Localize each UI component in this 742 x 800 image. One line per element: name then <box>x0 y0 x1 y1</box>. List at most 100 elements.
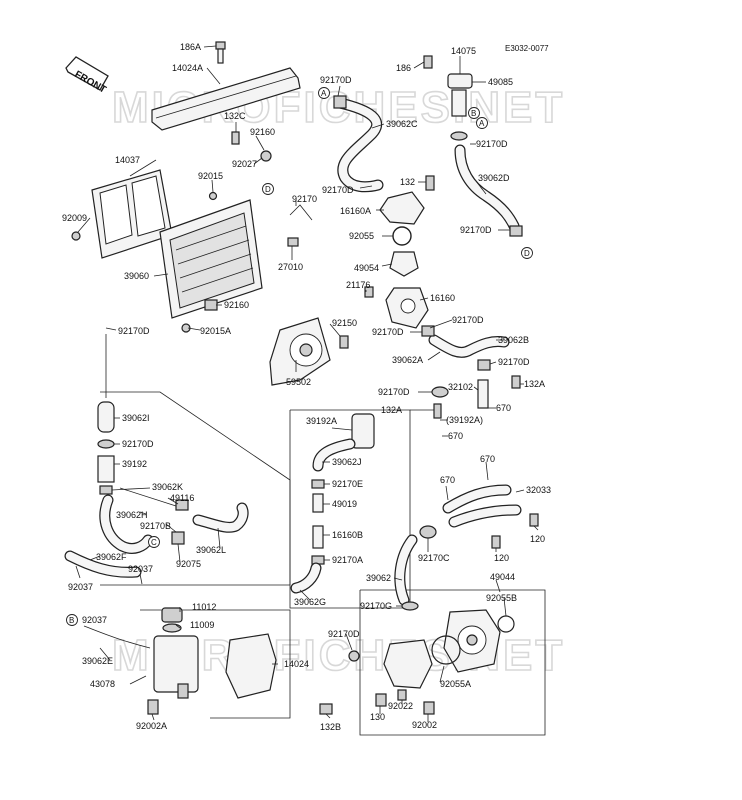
label-32033: 32033 <box>526 485 551 495</box>
label-92170C: 92170C <box>418 553 450 563</box>
group-outline-pump <box>359 589 546 736</box>
bolt-186 <box>423 55 433 69</box>
label-49054: 49054 <box>354 263 379 273</box>
thermostat-cover <box>379 191 425 225</box>
label-670-3: 670 <box>480 454 495 464</box>
label-92160-1: 92160 <box>250 127 275 137</box>
bolt-120-left <box>491 535 501 549</box>
svg-text:B: B <box>69 616 74 625</box>
clamp-92170G <box>401 601 419 611</box>
bolt-132 <box>425 175 435 191</box>
label-92075: 92075 <box>176 559 201 569</box>
label-39062B: 39062B <box>498 335 529 345</box>
label-92002A: 92002A <box>136 721 167 731</box>
fan-switch-27010 <box>287 237 299 247</box>
bolt-132B <box>319 703 333 715</box>
radiator-core <box>159 199 263 319</box>
fitting-39192A <box>351 413 375 449</box>
svg-text:B: B <box>471 109 476 118</box>
label-16160: 16160 <box>430 293 455 303</box>
label-92170D-1: 92170D <box>320 75 352 85</box>
reservoir-cover-14024 <box>225 633 277 699</box>
collar-92015 <box>208 191 218 201</box>
label-39062K: 39062K <box>152 482 183 492</box>
fitting-32102 <box>477 379 489 409</box>
leader-lines <box>75 45 539 722</box>
grommet-92075 <box>171 531 185 545</box>
bolt-186A <box>215 41 226 64</box>
hose-39062D <box>454 144 520 232</box>
ref-marker-a-filler: A <box>476 117 488 129</box>
clamp-92170E <box>311 479 325 489</box>
label-92170G: 92170G <box>360 601 392 611</box>
label-92170D-4: 92170D <box>460 225 492 235</box>
label-132C: 132C <box>224 111 246 121</box>
label-670-2: 670 <box>448 431 463 441</box>
label-92170D-3: 92170D <box>322 185 354 195</box>
wire-92170 <box>289 204 313 221</box>
label-92015A: 92015A <box>200 326 231 336</box>
label-92170D-2: 92170D <box>476 139 508 149</box>
label-92055: 92055 <box>349 231 374 241</box>
svg-text:D: D <box>524 249 530 258</box>
label-39062I: 39062I <box>122 413 150 423</box>
hose-39062L <box>192 502 249 533</box>
bolt-92150 <box>339 335 349 349</box>
grommet-92160-lower <box>204 299 218 311</box>
hose-39062I <box>97 401 115 433</box>
label-27010: 27010 <box>278 262 303 272</box>
label-32102: 32102 <box>448 382 473 392</box>
label-92170D-10: 92170D <box>122 439 154 449</box>
label-92170D-11: 92170D <box>328 629 360 639</box>
label-39192A-paren: (39192A) <box>446 415 483 425</box>
clamp-92170C <box>419 525 437 539</box>
ref-marker-b-bottom: B <box>66 614 78 626</box>
filler-neck-14075 <box>447 73 473 141</box>
hose-39062H <box>99 494 154 554</box>
label-120-1: 120 <box>530 534 545 544</box>
label-39062D: 39062D <box>478 173 510 183</box>
pipe-16160B <box>312 525 324 549</box>
clamp-39062K <box>99 485 113 495</box>
label-39192: 39192 <box>122 459 147 469</box>
hose-39062A-B <box>428 334 510 358</box>
label-132A-1: 132A <box>524 379 545 389</box>
label-92027: 92027 <box>232 159 257 169</box>
label-14037: 14037 <box>115 155 140 165</box>
label-92037-1: 92037 <box>128 564 153 574</box>
label-132A-2: 132A <box>381 405 402 415</box>
label-16160A: 16160A <box>340 206 371 216</box>
part-number-labels: 186A 14024A 14075 186 49085 92170D 39062… <box>62 42 551 732</box>
screw-92009 <box>71 231 81 241</box>
bolt-132C <box>231 131 240 145</box>
label-39062F: 39062F <box>96 552 127 562</box>
washer-92170D <box>348 650 360 662</box>
ref-marker-d-right: D <box>521 247 533 259</box>
pipe-49019 <box>312 493 324 513</box>
bolt-132A-right <box>511 375 521 389</box>
hose-39062J <box>312 438 356 472</box>
clamp-92170D-d <box>477 359 491 371</box>
label-92170D-8: 92170D <box>498 357 530 367</box>
label-186: 186 <box>396 63 411 73</box>
o-ring-92055 <box>392 226 412 246</box>
label-92160-2: 92160 <box>224 300 249 310</box>
washer-92022 <box>397 689 407 701</box>
label-92055A: 92055A <box>440 679 471 689</box>
pipe-32033 <box>442 484 522 528</box>
clamp-92170D-b <box>509 225 523 237</box>
label-92170E: 92170E <box>332 479 363 489</box>
ref-marker-b-top: B <box>468 107 480 119</box>
label-14075: 14075 <box>451 46 476 56</box>
label-14024A: 14024A <box>172 63 203 73</box>
pump-cover <box>383 639 433 689</box>
label-39062C: 39062C <box>386 119 418 129</box>
hose-39062 <box>394 534 418 606</box>
diagram-code: E3032-0077 <box>505 44 549 53</box>
label-92015: 92015 <box>198 171 223 181</box>
label-92150: 92150 <box>332 318 357 328</box>
radiator-cover-upper <box>151 67 301 131</box>
label-16160B: 16160B <box>332 530 363 540</box>
gasket-92055A <box>431 635 461 665</box>
